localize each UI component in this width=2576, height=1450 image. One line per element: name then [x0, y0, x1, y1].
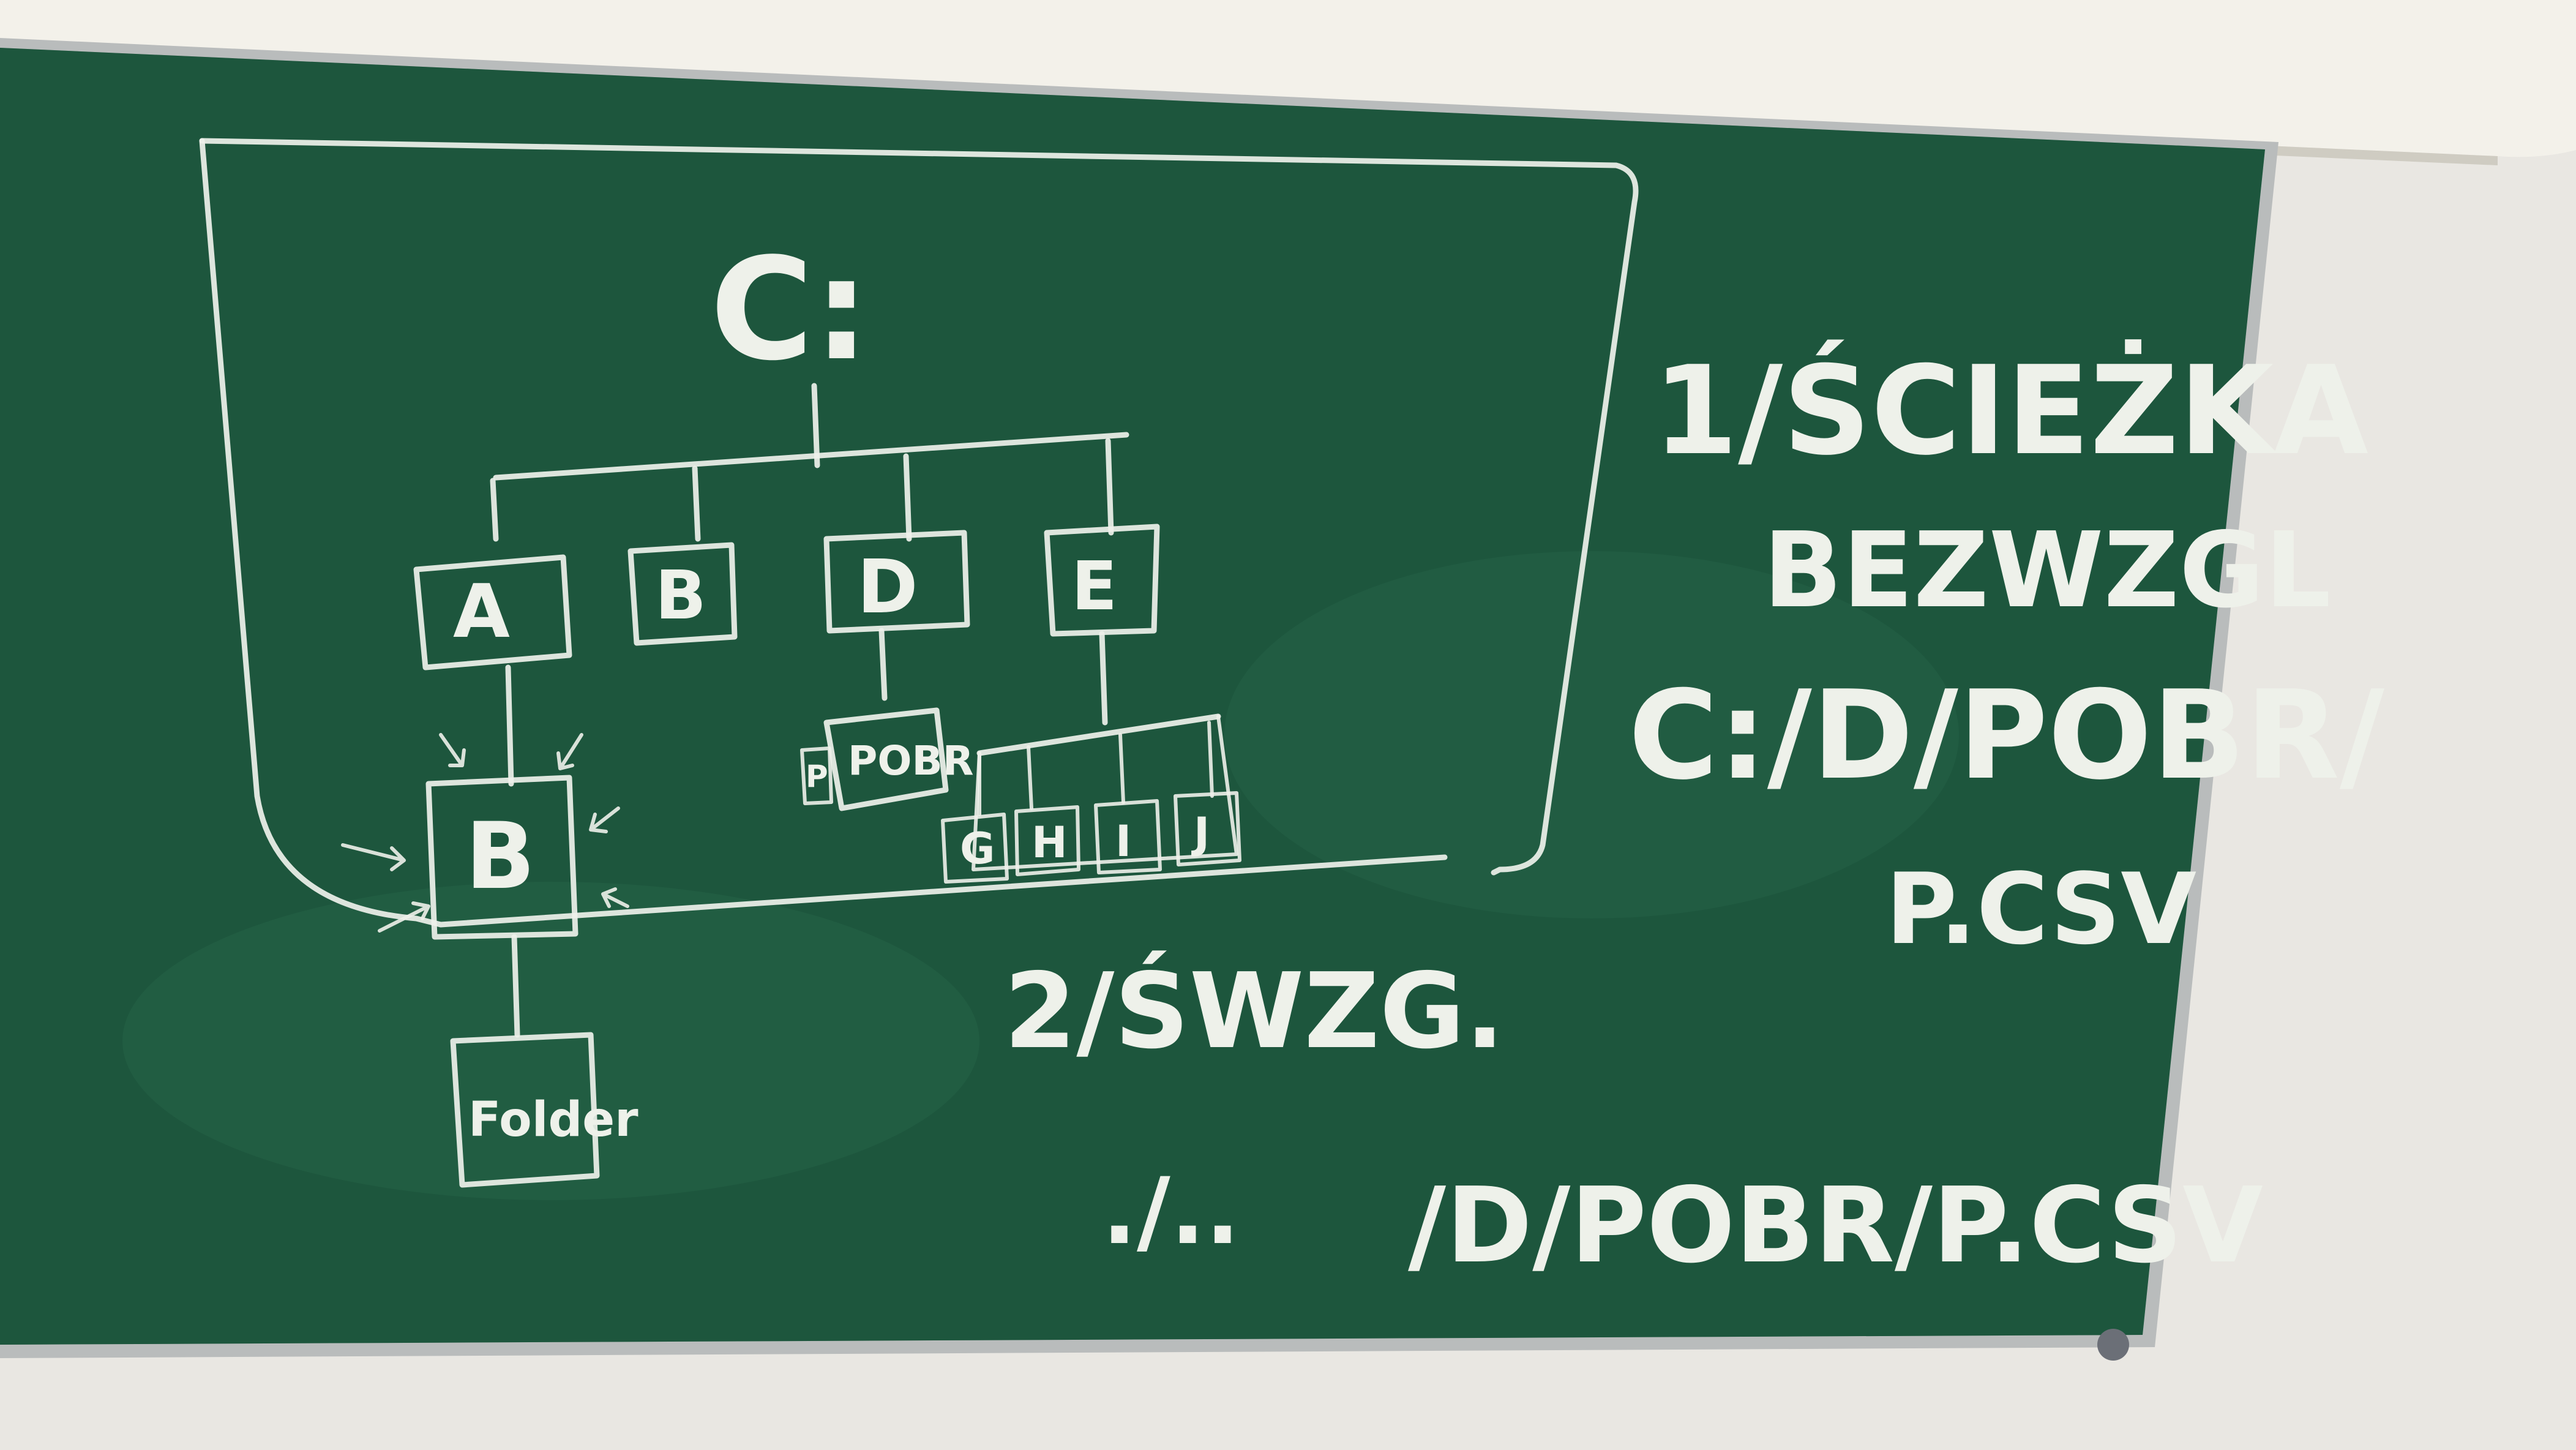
projector-screen-casing [0, 0, 2576, 157]
chalk-smudge [1224, 551, 1959, 918]
tree-level2-bar-e [976, 713, 1221, 756]
file-label-j: J [1191, 808, 1210, 858]
enclosure-outline-left[interactable] [199, 138, 1448, 928]
file-box-i[interactable] [1094, 799, 1162, 874]
folder-label-e: E [1071, 547, 1117, 625]
tree-level1-bar [493, 432, 1129, 481]
chalkboard-shading [0, 48, 2265, 1345]
frame-corner-cap [2097, 1329, 2129, 1361]
node-label-b: B [465, 803, 535, 910]
arrow-icon [341, 843, 406, 871]
arrow-icon [439, 733, 466, 767]
note-heading-absolute-b: BEZWZGL [1763, 510, 2331, 631]
folder-label-b: B [655, 556, 706, 634]
tree-drop-e [1105, 438, 1114, 536]
file-box-p[interactable] [800, 746, 833, 805]
tree-drop-d [903, 453, 912, 542]
tree-drop-h [1027, 745, 1033, 810]
tree-trunk [811, 383, 820, 468]
node-box-b[interactable] [425, 775, 578, 940]
note-path-relative: /D/POBR/P.CSV [1408, 1165, 2263, 1287]
tree-link-d-pobr [878, 628, 888, 701]
folder-box-d[interactable] [823, 530, 970, 634]
tree-link-b-folder [511, 934, 520, 1038]
file-label-i: I [1115, 816, 1131, 866]
tree-link-a-b [505, 664, 514, 787]
tree-drop-j [1207, 721, 1214, 798]
root-drive-label: C: [710, 228, 870, 392]
file-label-h: H [1032, 817, 1068, 868]
tree-drop-b [692, 465, 701, 542]
folder-box-pobr[interactable] [823, 707, 949, 811]
folder-box-b[interactable] [627, 542, 738, 646]
folder-box-e[interactable] [1044, 524, 1160, 637]
tree-link-e [1099, 631, 1108, 726]
file-label-p: P [806, 759, 828, 794]
tree-drop-a [490, 478, 499, 542]
tree-level2-frame-e [972, 715, 1238, 871]
arrow-icon [601, 887, 629, 908]
chalk-smudge [122, 882, 979, 1200]
note-heading-relative: 2/ŚWZG. [1004, 950, 1505, 1072]
folder-box-a[interactable] [413, 554, 572, 671]
arrow-icon [589, 806, 620, 833]
file-box-h[interactable] [1014, 805, 1080, 876]
arrow-icon [556, 733, 583, 770]
note-path-relative-prefix: ./.. [1102, 1159, 1240, 1265]
note-path-absolute: C:/D/POBR/ [1628, 664, 2385, 807]
folder-box-folder[interactable] [450, 1032, 600, 1188]
folder-label-a: A [453, 569, 510, 655]
chalkboard [0, 48, 2265, 1345]
note-heading-absolute: 1/ŚCIEŻKA [1653, 339, 2368, 483]
file-box-g[interactable] [941, 813, 1009, 884]
arrow-icon [378, 901, 430, 933]
file-label-g: G [960, 824, 995, 874]
file-box-j[interactable] [1174, 791, 1241, 866]
folder-label-pobr: POBR [848, 737, 974, 784]
folder-label-d: D [857, 545, 918, 630]
enclosure-outline[interactable] [199, 138, 1639, 876]
folder-label-folder: Folder [468, 1092, 638, 1148]
note-path-absolute-file: P.CSV [1885, 852, 2196, 966]
tree-drop-i [1118, 733, 1125, 804]
